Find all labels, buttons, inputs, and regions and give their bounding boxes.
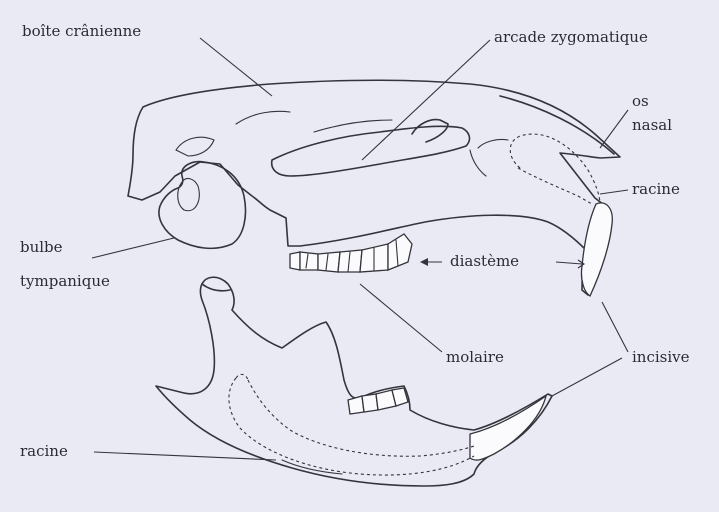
- nasal-bone: [500, 96, 614, 154]
- upper-incisor: [581, 203, 612, 296]
- leader-bulbe: [92, 238, 174, 258]
- label-nasal: nasal: [632, 116, 672, 134]
- label-arcade-zygomatique: arcade zygomatique: [494, 28, 648, 46]
- label-diasteme: diastème: [450, 252, 519, 270]
- tympanic-bulla: [159, 162, 246, 249]
- label-os: os: [632, 92, 649, 110]
- upper-molars: [290, 234, 412, 272]
- label-tympanique: tympanique: [20, 272, 110, 290]
- mandible: [156, 277, 552, 486]
- leader-racine-top: [600, 190, 628, 194]
- zygomatic-arch: [272, 126, 470, 176]
- leader-molaire: [360, 284, 442, 352]
- label-boite-cranienne: boîte crânienne: [22, 22, 141, 40]
- leader-incisive-lower: [552, 358, 622, 396]
- upper-incisor-root: [510, 134, 600, 204]
- label-racine-top: racine: [632, 180, 680, 198]
- leader-os-nasal: [600, 110, 628, 148]
- label-racine-bottom: racine: [20, 442, 68, 460]
- label-molaire: molaire: [446, 348, 504, 366]
- diasteme-arrowhead: [420, 258, 428, 266]
- label-bulbe: bulbe: [20, 238, 63, 256]
- leader-diasteme: [556, 262, 582, 264]
- label-incisive: incisive: [632, 348, 690, 366]
- leader-incisive-upper: [602, 302, 628, 352]
